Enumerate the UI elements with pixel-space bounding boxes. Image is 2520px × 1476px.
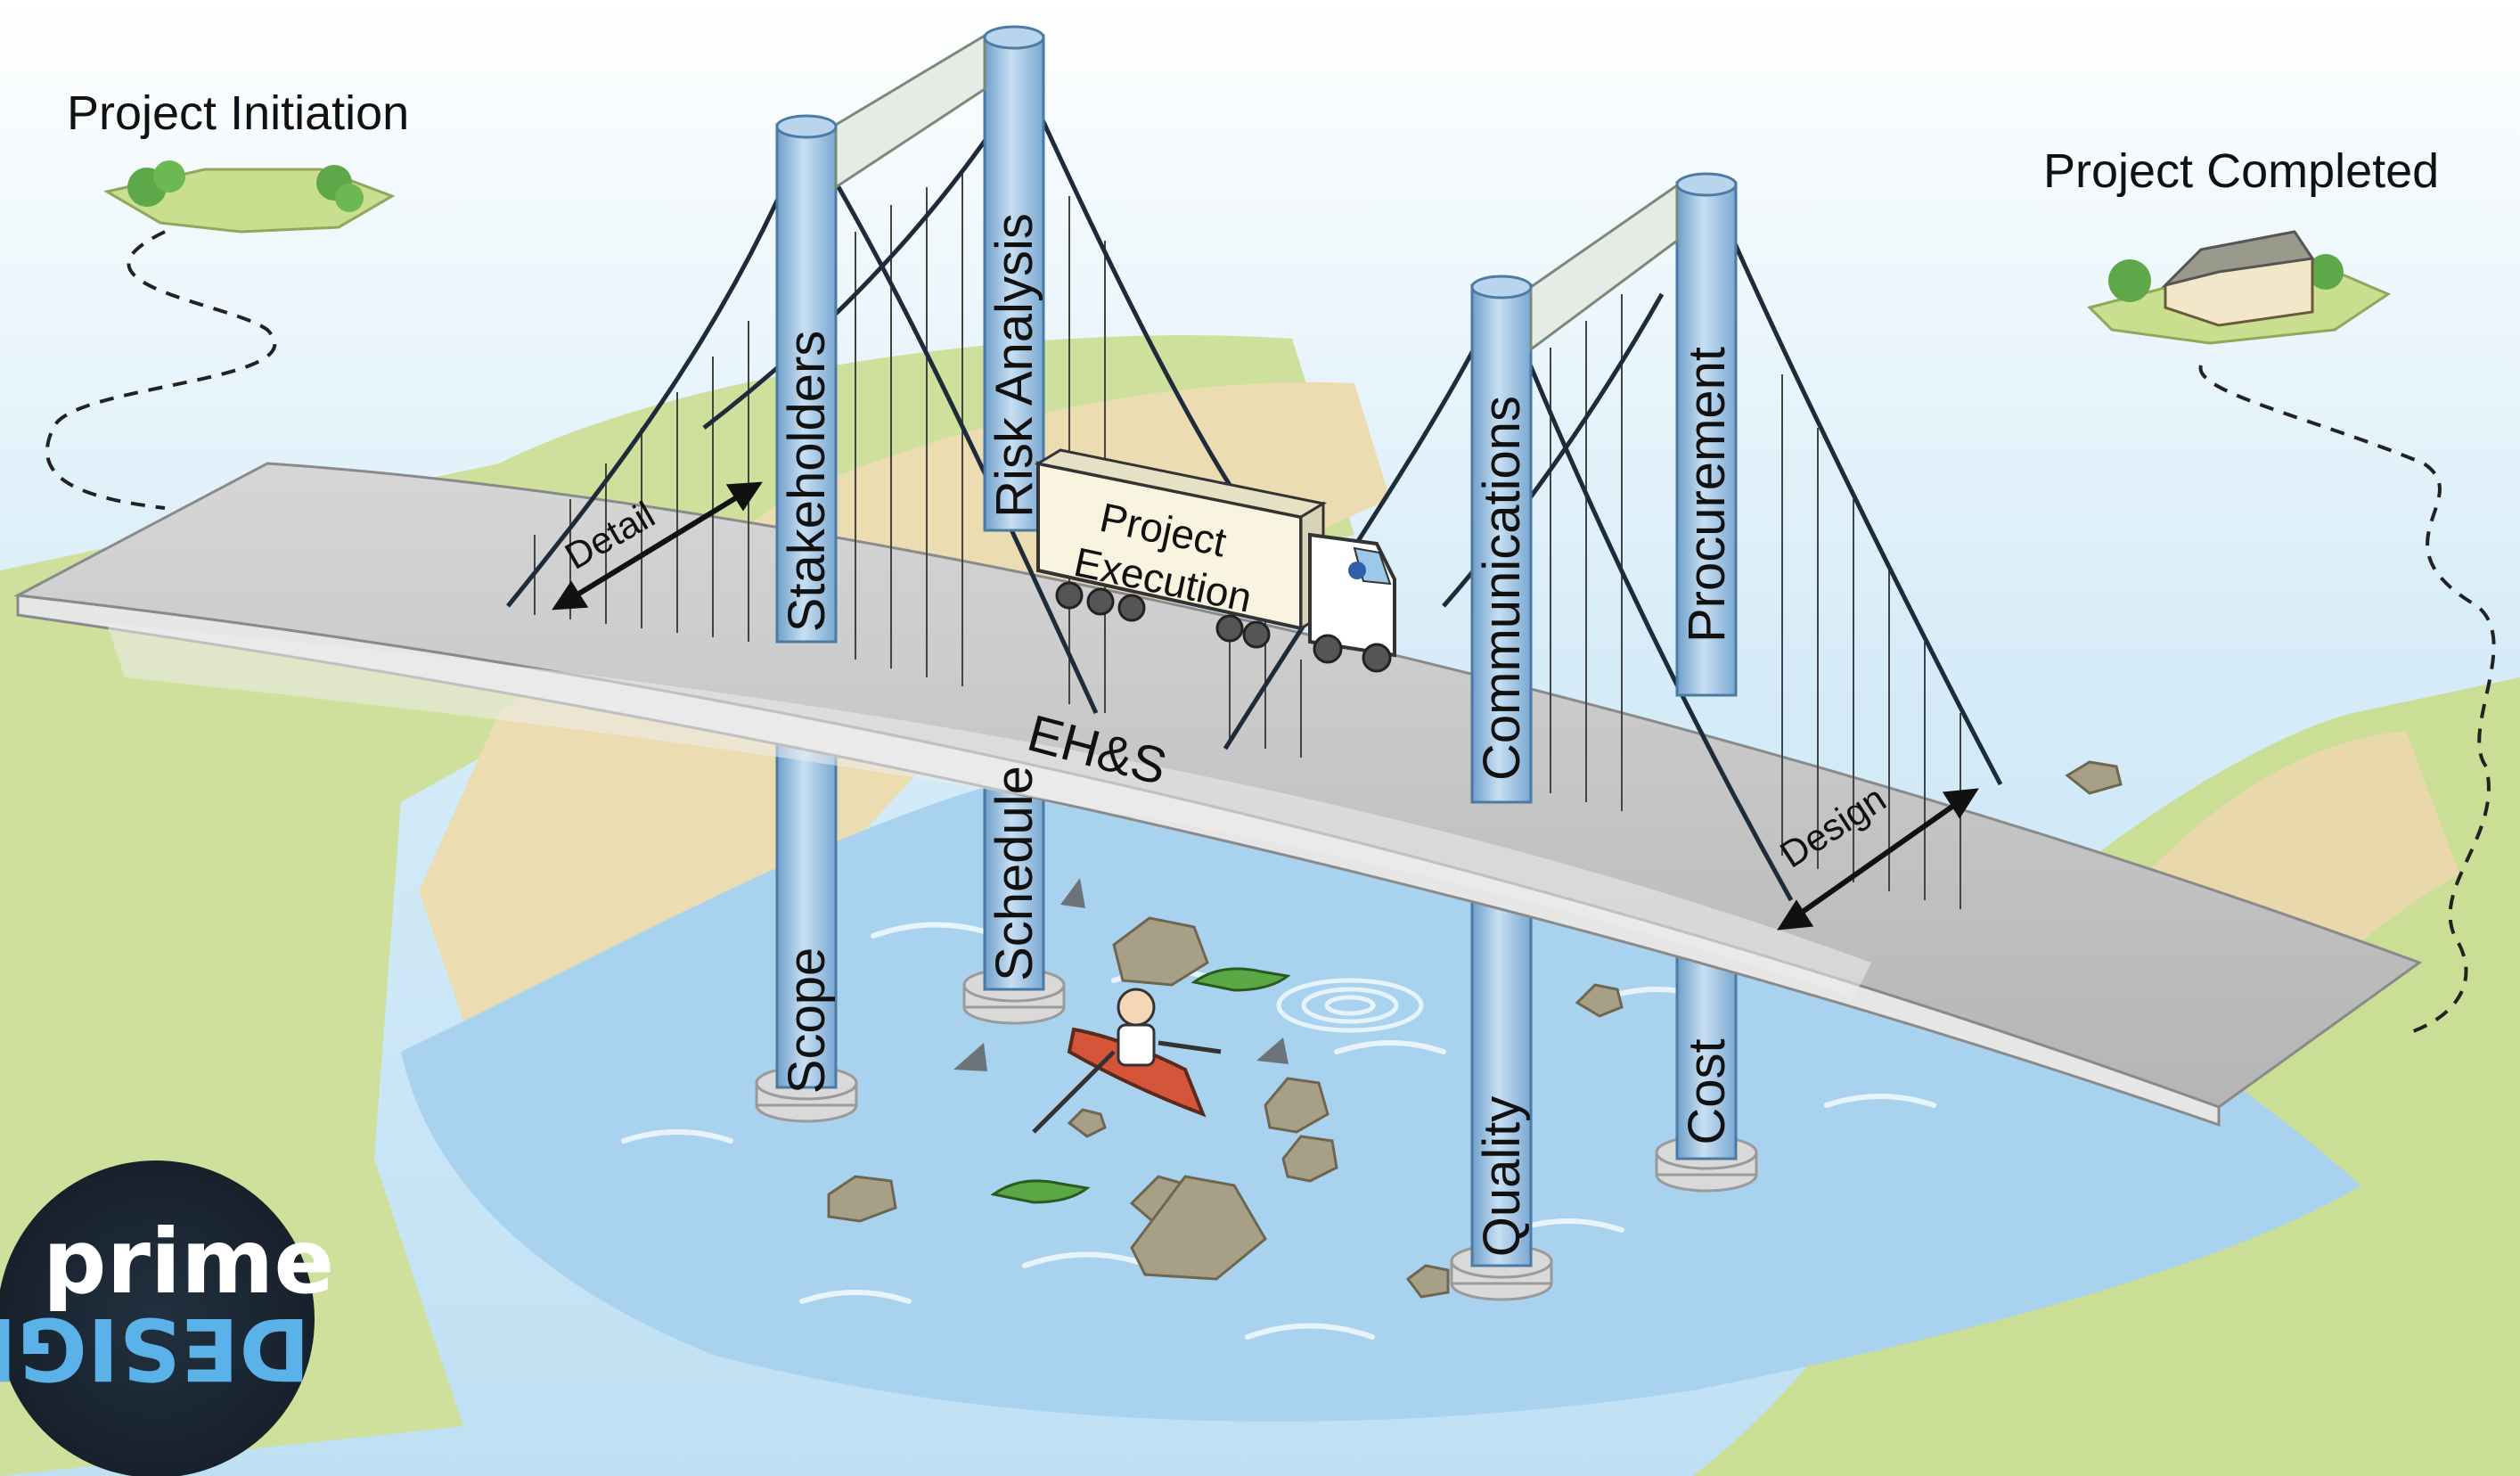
pillar-communications xyxy=(1470,283,1533,804)
end-island-icon xyxy=(2087,230,2392,345)
upper-pillars xyxy=(775,25,1738,804)
tower-crossbeam-left xyxy=(834,33,986,190)
start-island-icon xyxy=(102,160,396,234)
pillar-label-risk-analysis: Risk Analysis xyxy=(986,213,1043,518)
truck-icon xyxy=(1034,448,1396,673)
design-arrow xyxy=(1777,788,1979,931)
pillar-stakeholders xyxy=(775,123,838,644)
tower-crossbeam-right xyxy=(1529,183,1679,352)
pillar-label-procurement: Procurement xyxy=(1678,347,1736,643)
shark-fin-icons xyxy=(953,878,1289,1071)
pillar-label-scope: Scope xyxy=(778,947,836,1094)
logo-text-design: DESIGN xyxy=(0,1299,310,1398)
pillar-label-quality: Quality xyxy=(1473,1096,1531,1258)
end-label: Project Completed xyxy=(2043,144,2439,198)
bridge-deck xyxy=(13,462,2423,1128)
rowboat-icon xyxy=(1032,988,1222,1134)
pillar-label-schedule: Schedule xyxy=(986,766,1043,981)
crocodile-icon xyxy=(990,967,1291,1204)
river-rocks xyxy=(827,760,2123,1299)
pillar-label-communications: Communications xyxy=(1473,396,1531,781)
dashed-route xyxy=(45,230,2496,1036)
main-cables xyxy=(506,55,2003,902)
detail-arrow xyxy=(552,481,763,611)
logo-text-prime: prime xyxy=(43,1210,334,1314)
prime-design-logo: prime DESIGN xyxy=(0,1160,334,1476)
pillar-label-cost: Cost xyxy=(1678,1038,1736,1144)
start-label: Project Initiation xyxy=(67,86,409,140)
pillar-risk-analysis xyxy=(983,34,1045,532)
pillar-procurement xyxy=(1675,181,1738,697)
pillar-label-stakeholders: Stakeholders xyxy=(778,331,836,633)
whirlpool-icon xyxy=(1276,978,1424,1033)
